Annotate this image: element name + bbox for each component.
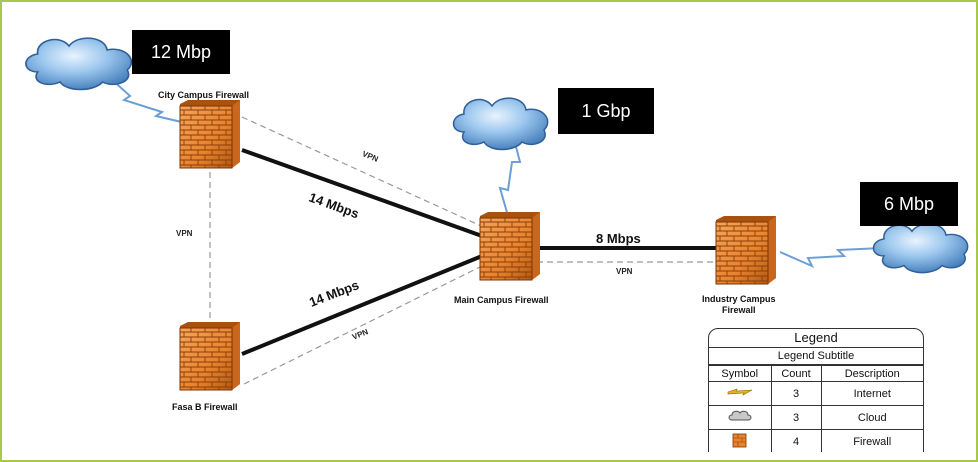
lightning-icon — [779, 247, 883, 269]
legend-header-description: Description — [820, 365, 923, 382]
lightning-icon — [107, 75, 191, 125]
diagram-svg — [25, 37, 969, 391]
node-label-main: Main Campus Firewall — [454, 295, 549, 305]
lightning-icon — [727, 388, 752, 396]
legend-header-symbol: Symbol — [709, 365, 772, 382]
link-city-main — [241, 148, 483, 238]
firewall-icon — [715, 215, 777, 285]
node-label-industry-line1: Industry Campus — [702, 294, 776, 304]
bandwidth-box-main: 1 Gbp — [558, 88, 654, 134]
node-label-industry-line2: Firewall — [722, 305, 756, 315]
network-diagram: 12 Mbp 1 Gbp 6 Mbp City Campus Firewall … — [12, 12, 972, 452]
cloud-icon — [25, 37, 133, 91]
legend-row: 4 Firewall — [709, 429, 923, 452]
lightning-icon — [498, 123, 522, 217]
firewall-icon — [732, 433, 747, 448]
cloud-icon — [872, 223, 969, 274]
legend-table: Symbol Count Description 3 Internet — [709, 365, 923, 452]
node-label-city: City Campus Firewall — [158, 90, 250, 100]
legend-row: 3 Cloud — [709, 405, 923, 430]
legend-description: Cloud — [820, 405, 923, 430]
cloud-icon — [728, 410, 752, 421]
legend-description: Internet — [820, 381, 923, 406]
legend-count: 4 — [770, 429, 822, 452]
bandwidth-box-industry: 6 Mbp — [860, 182, 958, 226]
cloud-icon — [452, 97, 549, 151]
link-label-main-industry: 8 Mbps — [596, 231, 641, 246]
firewall-icon — [479, 211, 541, 281]
node-label-fasa: Fasa B Firewall — [172, 402, 238, 412]
vpn-link-city-main — [241, 116, 491, 231]
vpn-label-city-fasa: VPN — [176, 229, 193, 238]
legend-header-row: Symbol Count Description — [709, 365, 923, 382]
legend-row: 3 Internet — [709, 381, 923, 406]
link-fasa-main — [241, 254, 483, 356]
legend-description: Firewall — [820, 429, 923, 452]
firewall-icon — [179, 99, 241, 169]
legend-title: Legend — [709, 329, 923, 348]
vpn-label-main-industry: VPN — [616, 267, 633, 276]
vpn-link-fasa-main — [243, 261, 491, 385]
legend-count: 3 — [770, 381, 822, 406]
bandwidth-box-city: 12 Mbp — [132, 30, 230, 74]
legend-subtitle: Legend Subtitle — [709, 348, 923, 365]
legend-count: 3 — [770, 405, 822, 430]
legend-header-count: Count — [770, 365, 822, 382]
firewall-icon — [179, 321, 241, 391]
node-label-industry: Industry Campus Firewall — [702, 294, 776, 316]
legend: Legend Legend Subtitle Symbol Count Desc… — [708, 328, 924, 452]
